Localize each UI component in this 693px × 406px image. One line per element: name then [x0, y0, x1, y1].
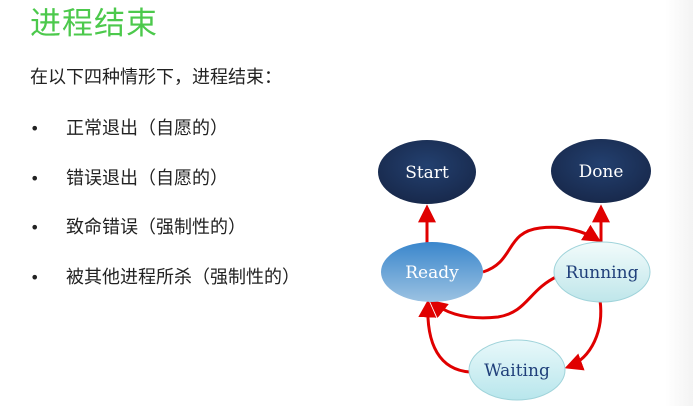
bullet-dot-icon: •	[30, 267, 40, 287]
node-running: Running	[553, 241, 651, 303]
bullet-text: 被其他进程所杀（强制性的）	[66, 266, 300, 288]
node-done: Done	[551, 139, 651, 203]
node-running-label: Running	[566, 263, 639, 283]
edge-waiting-to-ready	[418, 299, 471, 374]
bullet-dot-icon: •	[30, 119, 40, 138]
edge-running-to-ready	[429, 274, 559, 320]
bullet-text: 正常退出（自愿的）	[66, 118, 228, 139]
node-waiting-label: Waiting	[484, 361, 550, 381]
edge-running-to-waiting	[564, 299, 603, 371]
bullet-text: 错误退出（自愿的）	[66, 167, 228, 189]
node-start: Start	[378, 140, 476, 204]
node-ready-label: Ready	[405, 263, 459, 283]
node-done-label: Done	[579, 162, 624, 182]
node-ready: Ready	[381, 242, 483, 302]
slide-title: 进程结束	[30, 6, 158, 42]
bullet-dot-icon: •	[30, 218, 40, 237]
node-waiting: Waiting	[468, 339, 566, 401]
edge-ready-to-running	[482, 224, 602, 274]
intro-text: 在以下四种情形下，进程结束：	[30, 67, 282, 88]
bullet-dot-icon: •	[30, 168, 40, 188]
bullet-text: 致命错误（强制性的）	[66, 217, 246, 238]
node-start-label: Start	[405, 163, 449, 183]
